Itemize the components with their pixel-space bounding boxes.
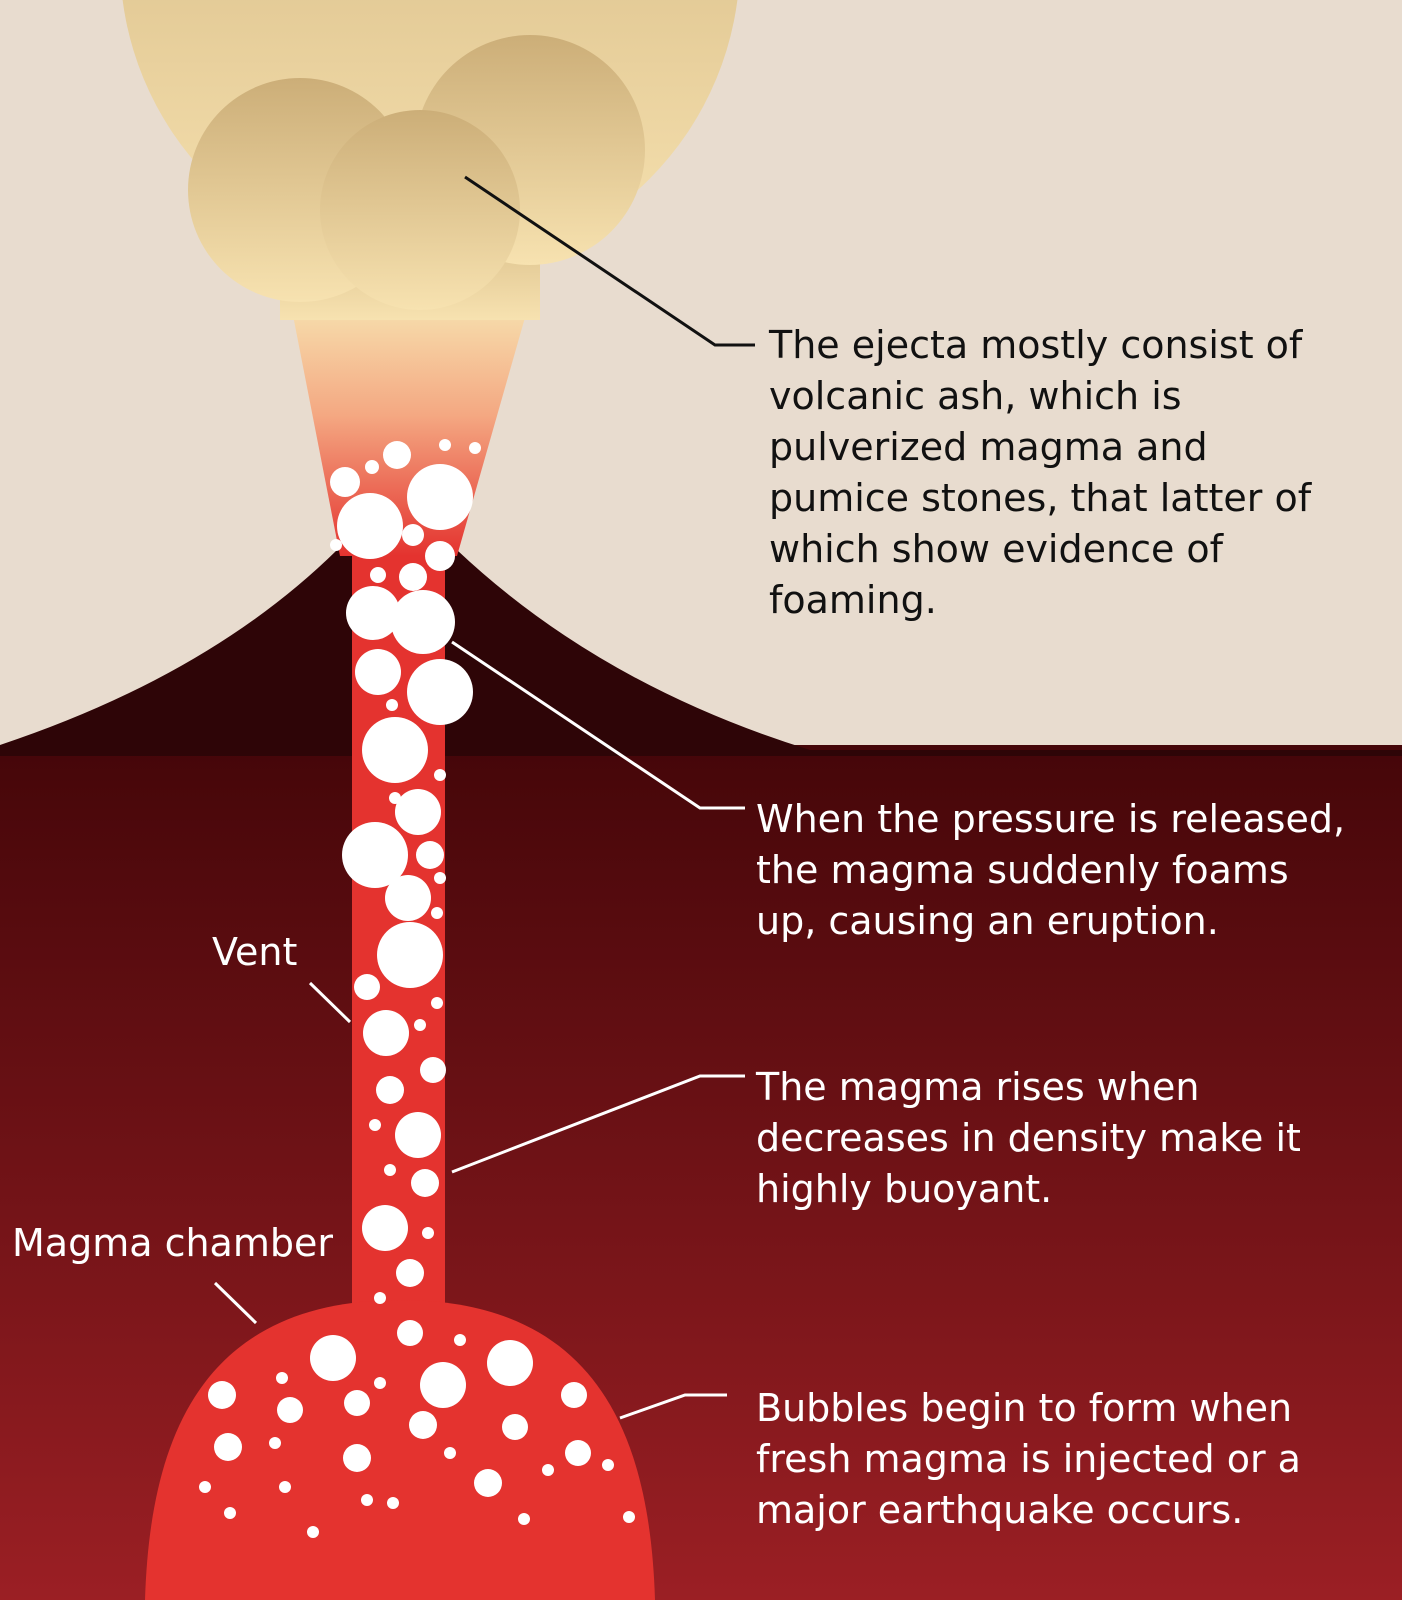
bubble-icon [397, 1320, 423, 1346]
bubble-icon [224, 1507, 236, 1519]
bubble-icon [414, 1019, 426, 1031]
bubble-icon [416, 841, 444, 869]
bubble-icon [362, 1205, 408, 1251]
bubble-icon [384, 1164, 396, 1176]
bubble-icon [402, 524, 424, 546]
bubble-icon [208, 1381, 236, 1409]
bubble-icon [396, 1259, 424, 1287]
bubble-icon [343, 1444, 371, 1472]
bubble-icon [276, 1372, 288, 1384]
magma-chamber-label: Magma chamber [12, 1221, 333, 1265]
bubble-icon [330, 539, 342, 551]
bubble-icon [376, 1076, 404, 1104]
bubble-icon [269, 1437, 281, 1449]
bubble-icon [346, 586, 400, 640]
bubble-icon [369, 1119, 381, 1131]
bubble-icon [469, 442, 481, 454]
bubble-icon [277, 1397, 303, 1423]
bubble-icon [518, 1513, 530, 1525]
bubble-icon [391, 590, 455, 654]
bubble-icon [444, 1447, 456, 1459]
bubble-icon [199, 1481, 211, 1493]
bubble-icon [407, 464, 473, 530]
bubble-icon [363, 1010, 409, 1056]
bubbles-leader [619, 1393, 727, 1420]
bubble-icon [385, 875, 431, 921]
ash-cloud-icon [122, 0, 738, 320]
bubble-icon [561, 1382, 587, 1408]
bubble-icon [361, 1494, 373, 1506]
bubble-icon [374, 1292, 386, 1304]
bubble-icon [425, 541, 455, 571]
leader-lines [213, 175, 755, 1420]
ejecta-leader [464, 175, 755, 347]
bubble-icon [434, 769, 446, 781]
bubble-icon [279, 1481, 291, 1493]
bubble-icon [383, 441, 411, 469]
bubble-icon [387, 1497, 399, 1509]
bubble-icon [431, 907, 443, 919]
bubble-icon [434, 872, 446, 884]
bubble-icon [337, 493, 403, 559]
bubble-icon [431, 997, 443, 1009]
bubble-icon [395, 1112, 441, 1158]
bubble-icon [422, 1227, 434, 1239]
bubble-icon [365, 460, 379, 474]
bubble-icon [377, 922, 443, 988]
bubble-icon [344, 1390, 370, 1416]
bubble-icon [602, 1459, 614, 1471]
bubble-icon [342, 822, 408, 888]
bubble-icon [399, 563, 427, 591]
rises-label: The magma rises when decreases in densit… [756, 1065, 1301, 1211]
bubble-icon [214, 1433, 242, 1461]
bubble-icon [474, 1469, 502, 1497]
bubble-icon [409, 1411, 437, 1439]
bubble-icon [623, 1511, 635, 1523]
bubble-icon [354, 974, 380, 1000]
bubble-group [199, 439, 635, 1538]
bubble-icon [420, 1057, 446, 1083]
bubble-icon [565, 1440, 591, 1466]
bubble-icon [370, 567, 386, 583]
bubble-icon [330, 467, 360, 497]
bubble-icon [420, 1362, 466, 1408]
vent-leader [308, 981, 352, 1024]
chamber-leader [213, 1281, 258, 1325]
bubble-icon [395, 789, 441, 835]
bubble-icon [307, 1526, 319, 1538]
bubble-icon [407, 659, 473, 725]
bubble-icon [374, 1377, 386, 1389]
bubble-icon [362, 717, 428, 783]
rises-leader [451, 1074, 745, 1174]
bubble-icon [542, 1464, 554, 1476]
vent-label: Vent [212, 930, 298, 974]
bubble-icon [355, 649, 401, 695]
bubble-icon [310, 1335, 356, 1381]
bubble-icon [426, 962, 438, 974]
bubble-icon [439, 439, 451, 451]
bubble-icon [502, 1414, 528, 1440]
pressure-leader [451, 640, 745, 810]
bubble-icon [411, 1169, 439, 1197]
pressure-label: When the pressure is released, the magma… [756, 797, 1346, 943]
ejecta-label: The ejecta mostly consist of volcanic as… [769, 323, 1312, 622]
bubbles-label: Bubbles begin to form when fresh magma i… [756, 1386, 1301, 1532]
bubble-icon [487, 1340, 533, 1386]
bubble-icon [386, 699, 398, 711]
bubble-icon [454, 1334, 466, 1346]
